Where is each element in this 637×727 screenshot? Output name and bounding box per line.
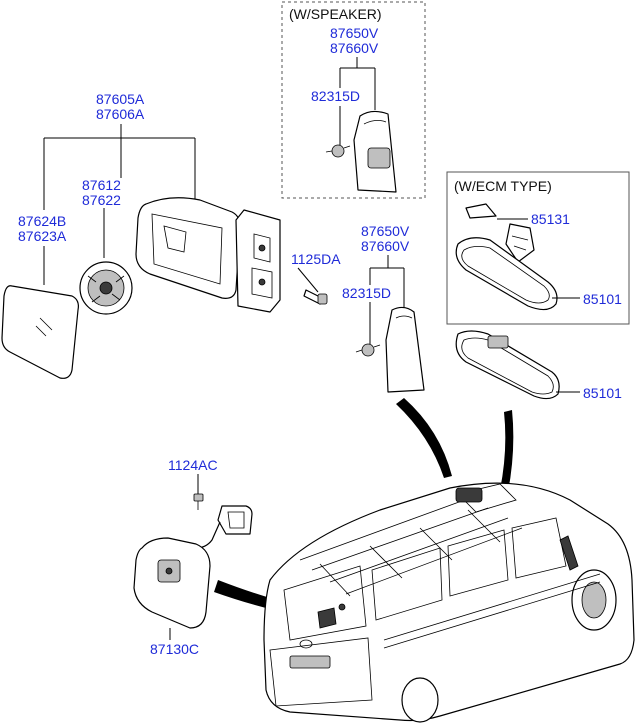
label-87650v-speaker: 87650V <box>330 25 379 41</box>
label-87606a: 87606A <box>96 106 145 122</box>
label-85131: 85131 <box>531 211 570 227</box>
mirror-base-bracket <box>235 209 281 313</box>
label-82315d: 82315D <box>342 285 391 301</box>
speaker-grille <box>367 147 391 169</box>
label-87622: 87622 <box>82 192 121 208</box>
ecm-box-title: (W/ECM TYPE) <box>454 178 552 194</box>
label-87605a: 87605A <box>96 91 145 107</box>
mirror-actuator <box>79 261 133 315</box>
label-87660v-speaker: 87660V <box>330 40 379 56</box>
leader-87650v-speaker <box>339 57 376 110</box>
label-1125da: 1125DA <box>291 251 341 267</box>
bolt-icon <box>303 289 328 305</box>
label-87650v: 87650V <box>361 223 410 239</box>
label-87612: 87612 <box>82 177 121 193</box>
ecm-rearview-mirror <box>455 237 558 311</box>
rear-view-mirror-assembly <box>133 505 253 629</box>
label-1124ac: 1124AC <box>168 457 218 473</box>
van-illustration <box>263 482 635 723</box>
mirror-cover <box>385 306 425 393</box>
clip-icon <box>355 343 381 357</box>
label-87660v: 87660V <box>361 238 410 254</box>
speaker-box-title: (W/SPEAKER) <box>289 6 382 22</box>
leader-1125da <box>297 267 319 293</box>
leader-87650v <box>369 255 405 312</box>
leader-87605a <box>43 124 196 210</box>
mirror-cover-ecm <box>465 203 497 219</box>
label-87130c: 87130C <box>150 641 199 657</box>
mirror-mount-ecm <box>505 223 535 263</box>
pointer-to-rearview <box>500 410 514 492</box>
label-87623a: 87623A <box>18 228 67 244</box>
ecm-option-box: (W/ECM TYPE) 85131 85101 <box>446 171 630 325</box>
label-85101-ecm: 85101 <box>583 291 622 307</box>
mirror-housing <box>135 197 241 299</box>
speaker-option-box: (W/SPEAKER) 87650V 87660V 82315D <box>281 1 426 199</box>
inside-rearview-mirror <box>455 330 560 400</box>
pointer-to-cover <box>396 398 452 478</box>
mirror-glass <box>1 285 79 379</box>
label-87624b: 87624B <box>18 213 66 229</box>
clip-icon <box>325 144 351 158</box>
screw-icon <box>193 493 204 510</box>
label-85101: 85101 <box>583 385 622 401</box>
label-82315d-speaker: 82315D <box>311 88 360 104</box>
